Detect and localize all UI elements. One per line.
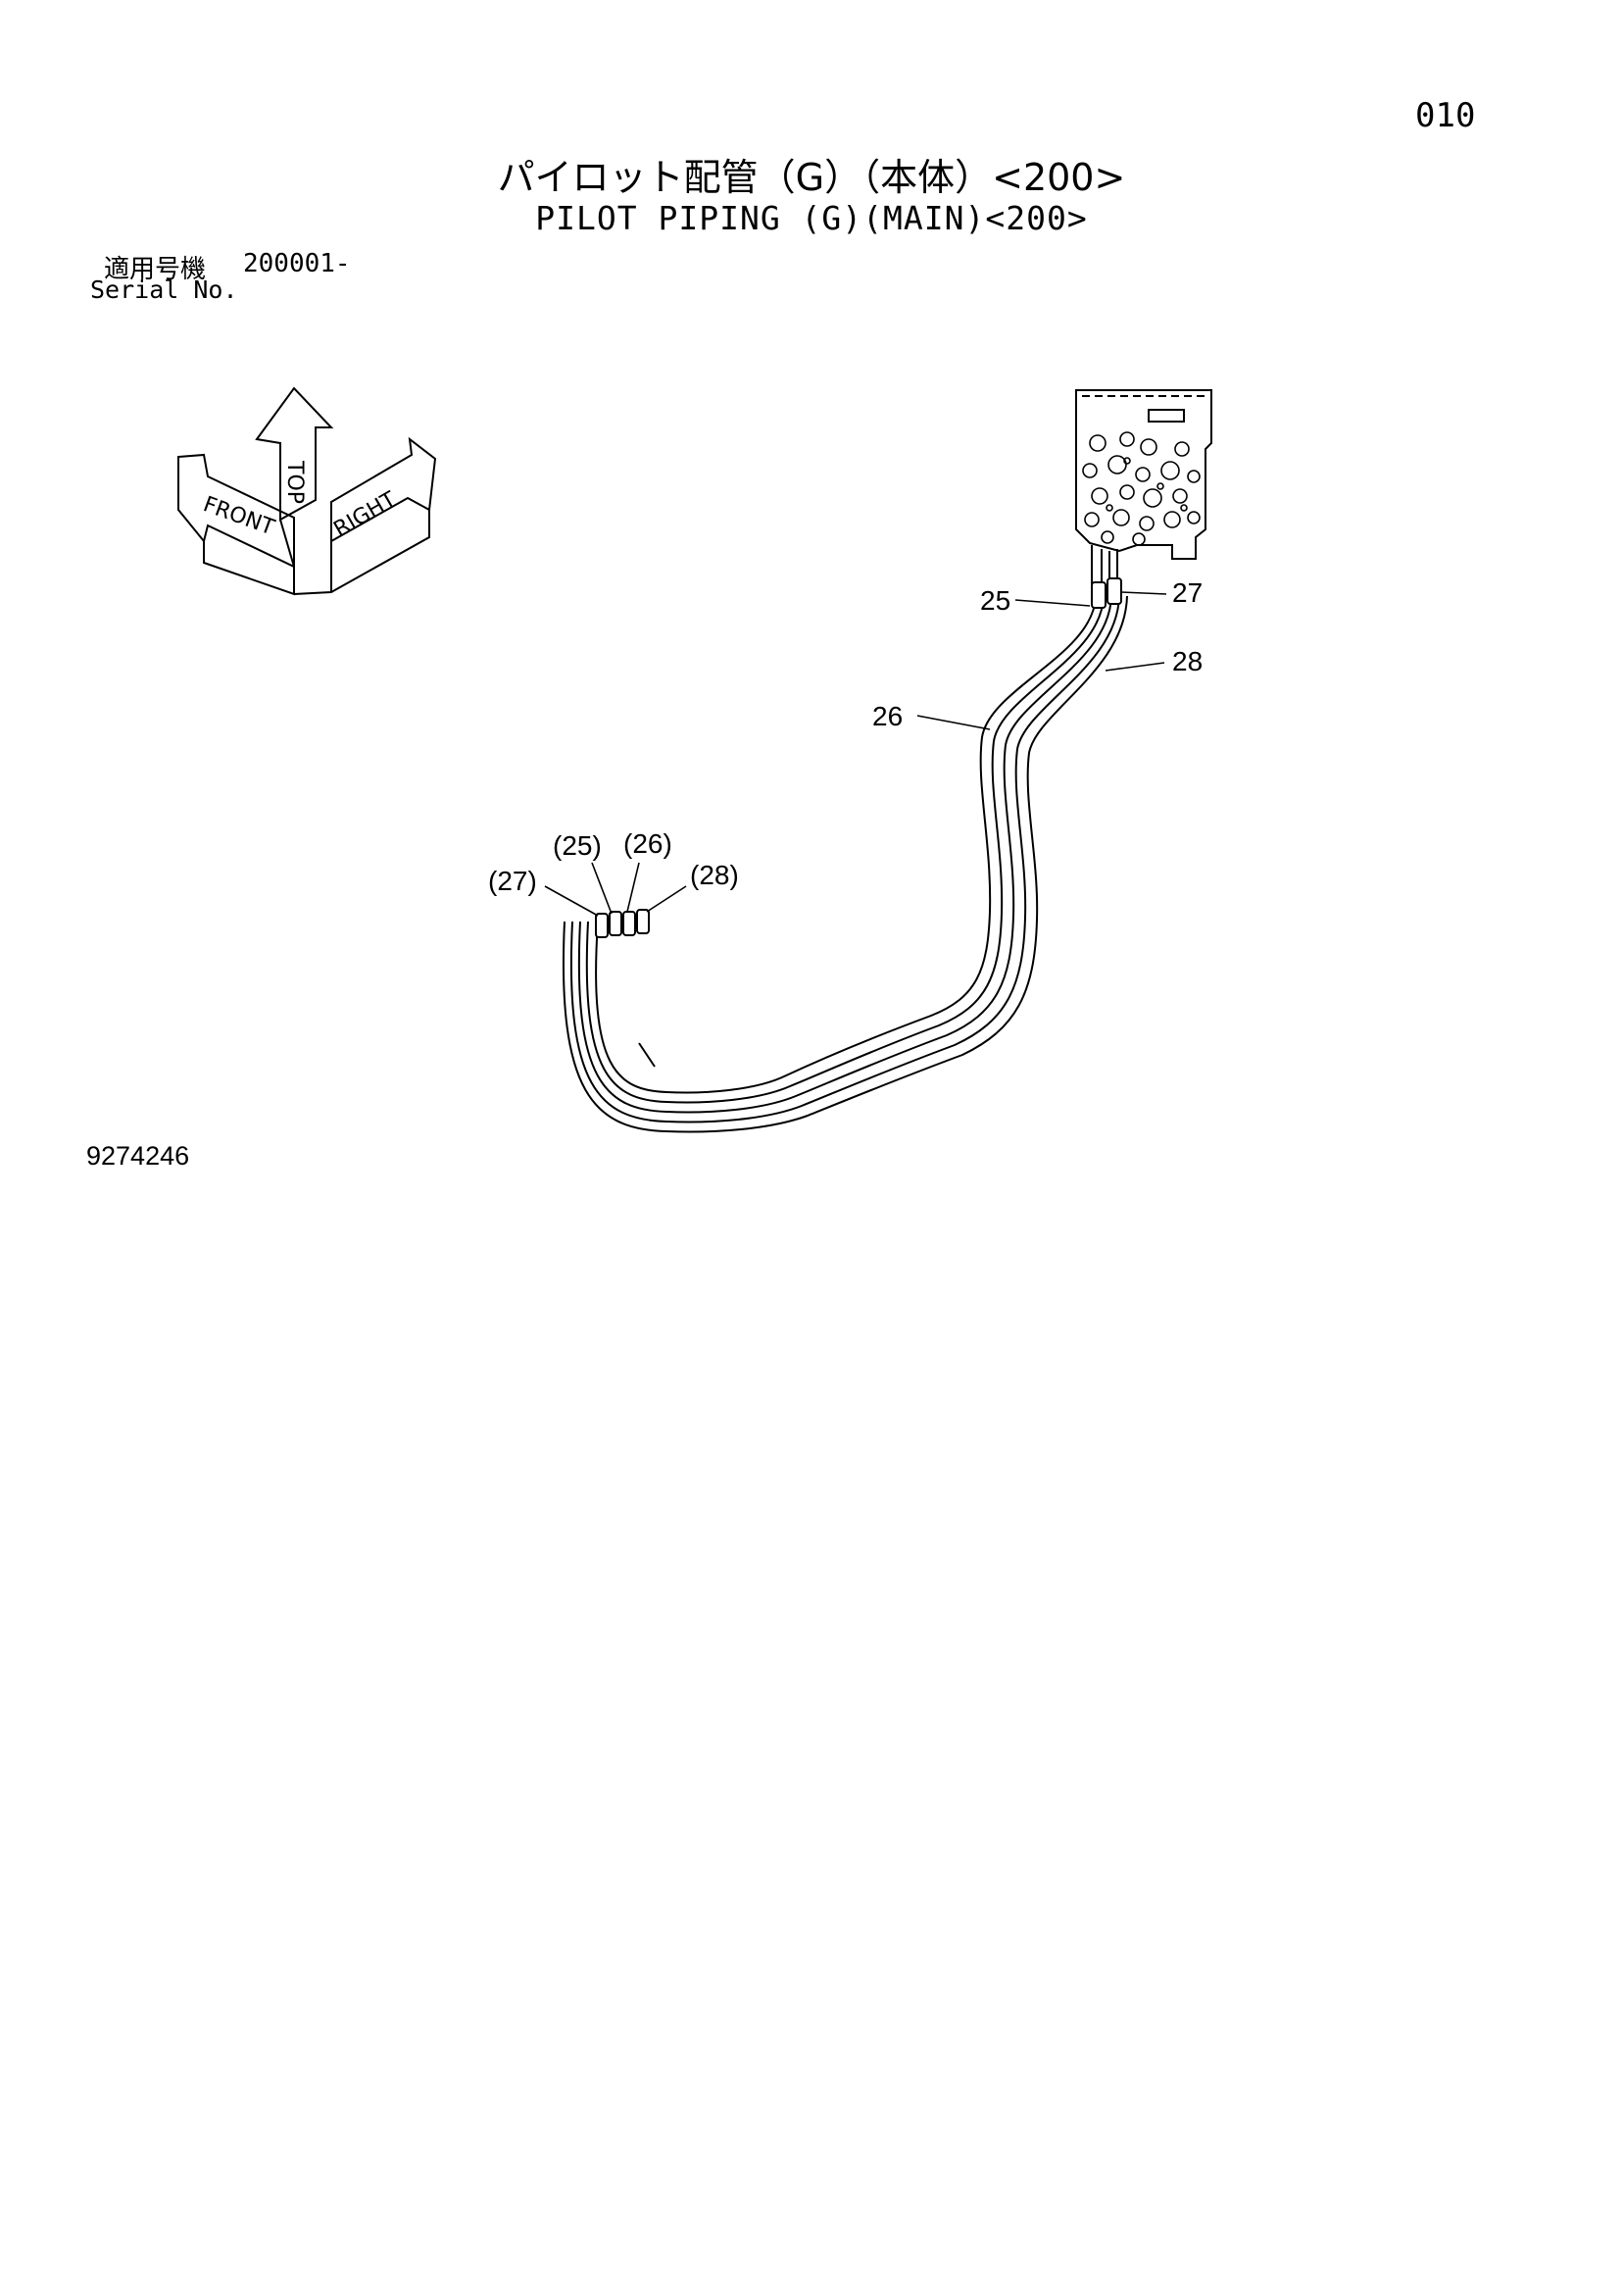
callout-25: 25 [980,585,1010,616]
callout-ref-27: (27) [488,866,537,896]
serial-label-japanese: 適用号機 [104,255,207,284]
orientation-front-label: FRONT [200,492,278,540]
callout-ref-26: (26) [623,828,672,859]
bottom-fittings [595,909,650,938]
orientation-right-label: RIGHT [330,487,402,542]
serial-label-english: Serial No. [90,275,238,304]
title-english: PILOT PIPING (G)(MAIN)<200> [535,199,1088,237]
leader-lines [544,591,1167,917]
top-fittings [1091,577,1122,609]
title-japanese: パイロット配管（G）（本体）<200> [497,156,1126,199]
callout-26: 26 [872,701,903,731]
callout-27: 27 [1172,577,1203,608]
orientation-indicator: FRONT TOP RIGHT [177,386,437,596]
serial-value: 200001- [243,249,351,278]
hose-bundle [563,595,1128,1133]
drawing-number: 9274246 [86,1141,190,1171]
right-arrow-icon [330,436,437,543]
page-number: 010 [1415,96,1476,135]
callout-28: 28 [1172,646,1203,676]
callout-ref-28: (28) [690,860,739,890]
orientation-top-label: TOP [282,460,307,504]
callout-ref-25: (25) [553,830,602,861]
top-arrow-icon [255,386,334,522]
pilot-valve-block [1075,389,1212,592]
